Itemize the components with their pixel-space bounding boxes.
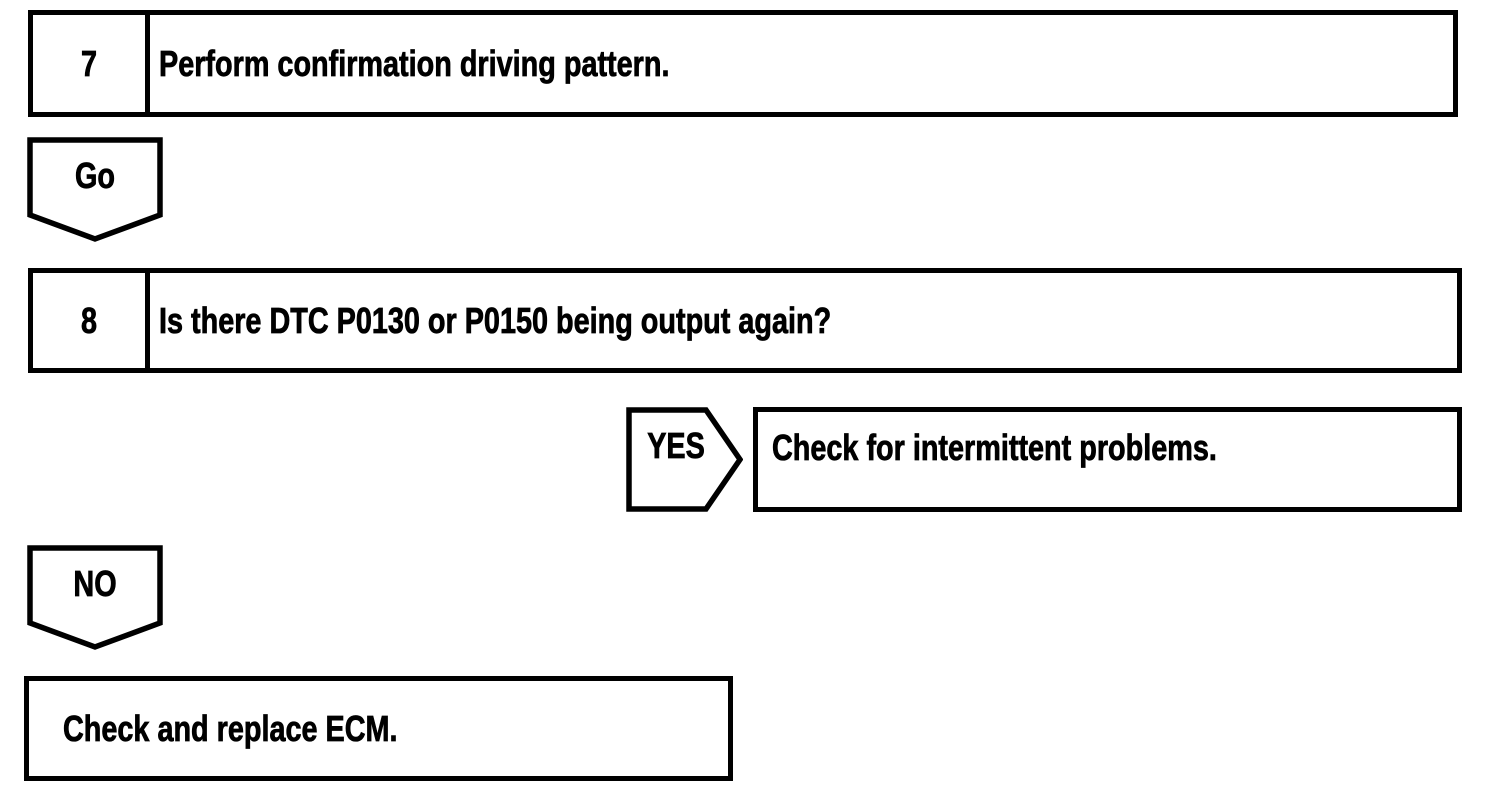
result-text: Check for intermittent problems. xyxy=(772,427,1218,468)
step-instruction: Is there DTC P0130 or P0150 being output… xyxy=(159,299,832,341)
no-label: NO xyxy=(73,563,117,605)
go-label: Go xyxy=(75,155,116,197)
step-number: 8 xyxy=(80,299,98,341)
no-connector: NO xyxy=(27,545,163,650)
go-connector: Go xyxy=(27,137,163,242)
step-number: 7 xyxy=(80,42,98,84)
go-label-band: Go xyxy=(27,137,163,215)
down-pentagon-shape xyxy=(27,545,163,650)
yes-label-band: YES xyxy=(626,407,726,485)
result-text-cell: Check for intermittent problems. xyxy=(758,412,1457,507)
step-instruction: Perform confirmation driving pattern. xyxy=(159,42,670,84)
result-text: Check and replace ECM. xyxy=(63,707,398,749)
step-number-cell: 7 xyxy=(33,15,150,112)
step-instruction-cell: Is there DTC P0130 or P0150 being output… xyxy=(150,273,1457,368)
step-number-cell: 8 xyxy=(33,273,150,368)
step-box-8: 8 Is there DTC P0130 or P0150 being outp… xyxy=(28,268,1462,373)
result-box-intermittent: Check for intermittent problems. xyxy=(753,407,1462,512)
result-text-cell: Check and replace ECM. xyxy=(29,681,728,776)
right-pentagon-shape xyxy=(626,407,743,512)
yes-connector: YES xyxy=(626,407,743,512)
no-label-band: NO xyxy=(27,545,163,623)
step-instruction-cell: Perform confirmation driving pattern. xyxy=(150,15,1453,112)
step-box-7: 7 Perform confirmation driving pattern. xyxy=(28,10,1458,117)
down-pentagon-shape xyxy=(27,137,163,242)
yes-label: YES xyxy=(647,425,705,467)
result-box-ecm: Check and replace ECM. xyxy=(24,676,733,781)
